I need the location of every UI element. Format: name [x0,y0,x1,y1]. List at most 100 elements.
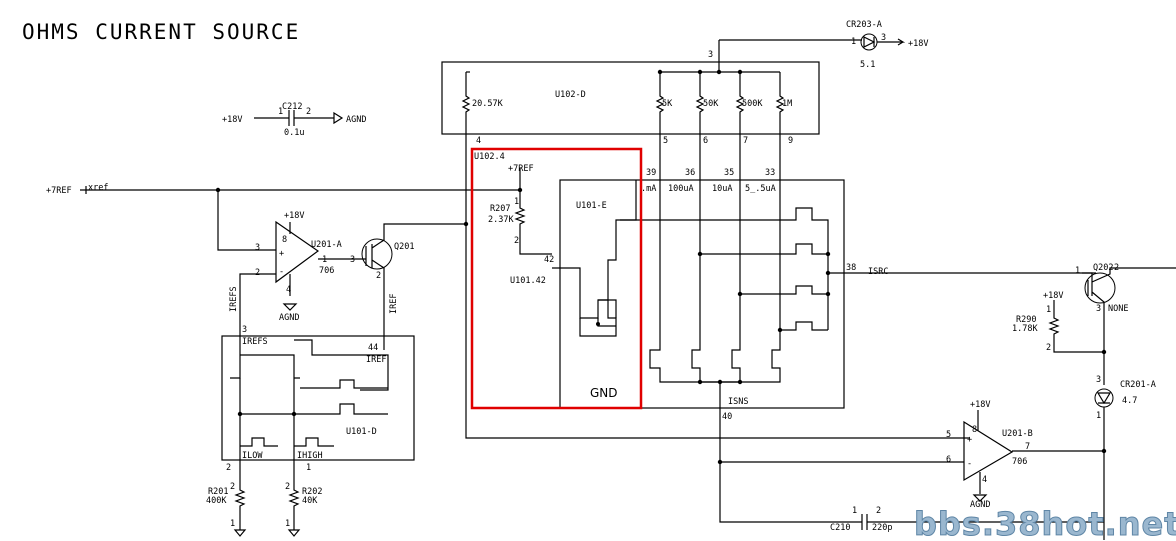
svg-text:IREF: IREF [389,294,399,314]
svg-text:7: 7 [743,136,748,146]
diagram-title: OHMS CURRENT SOURCE [22,20,300,44]
svg-text:1: 1 [1096,411,1101,421]
svg-text:2.37K: 2.37K [488,215,514,225]
svg-text:38: 38 [846,263,856,273]
svg-text:Q202: Q202 [1093,263,1113,273]
svg-text:220p: 220p [872,523,892,533]
svg-text:1: 1 [1075,266,1080,276]
svg-text:1: 1 [278,107,283,117]
svg-text:9: 9 [788,136,793,146]
svg-text:2: 2 [306,107,311,117]
svg-text:3: 3 [881,33,886,43]
resistor-20k [461,72,471,134]
c212-capacitor: C212 +18V AGND 1 2 0.1u [222,102,366,138]
svg-text:8: 8 [972,425,977,435]
svg-text:35: 35 [724,168,734,178]
svg-text:U201-B: U201-B [1002,429,1033,439]
svg-text:3: 3 [1096,304,1101,314]
svg-text:AGND: AGND [279,313,299,323]
svg-text:+18V: +18V [222,115,242,125]
svg-text:50K: 50K [703,99,719,109]
svg-text:1M: 1M [782,99,792,109]
svg-text:6: 6 [946,455,951,465]
svg-text:C210: C210 [830,523,850,533]
svg-text:U201-A: U201-A [311,240,342,250]
q201-transistor: Q201 2 IREF [361,221,469,350]
svg-text:IHIGH: IHIGH [297,451,323,461]
svg-text:100uA: 100uA [668,184,694,194]
svg-text:+7REF: +7REF [508,164,534,174]
svg-text:U101-D: U101-D [346,427,377,437]
svg-text:IREF: IREF [366,355,386,365]
svg-text:3: 3 [708,50,713,60]
svg-text:IREFS: IREFS [242,337,268,347]
svg-text:-: - [967,459,972,469]
u201b-op-amp: + - U201-B 706 +18V 8 5 6 7 4 AGND [720,400,1104,510]
svg-text:-: - [279,267,284,277]
svg-text:3: 3 [255,243,260,253]
svg-text:36: 36 [685,168,695,178]
svg-text:R201: R201 [208,487,228,497]
svg-text:+7REF: +7REF [46,186,72,196]
svg-text:3: 3 [350,255,355,265]
svg-text:+18V: +18V [1043,291,1063,301]
svg-text:2: 2 [226,463,231,473]
svg-text:500K: 500K [742,99,763,109]
svg-text:5K: 5K [662,99,673,109]
svg-text:39: 39 [646,168,656,178]
svg-text:R290: R290 [1016,315,1036,325]
svg-text:AGND: AGND [346,115,366,125]
svg-text:1: 1 [306,463,311,473]
svg-text:706: 706 [319,266,334,276]
svg-text:4.7: 4.7 [1122,396,1137,406]
gnd-label: GND [590,386,618,400]
svg-text:2: 2 [255,268,260,278]
svg-text:CR201-A: CR201-A [1120,380,1156,390]
svg-text:ISNS: ISNS [728,397,748,407]
r202-resistor: R202 40K 2 1 [285,460,322,537]
svg-text:2: 2 [1046,343,1051,353]
r201-resistor: R201 400K 2 1 [206,460,247,537]
svg-text:1: 1 [851,37,856,47]
svg-text:ILOW: ILOW [242,451,263,461]
q202-transistor: Q202 1 2 3 NONE [1075,263,1176,352]
svg-text:ISRC: ISRC [868,267,888,277]
svg-text:Q201: Q201 [394,242,414,252]
svg-text:44: 44 [368,343,378,353]
svg-text:U101.42: U101.42 [510,276,546,286]
u201a-op-amp: +7REF xref + - U201-A 706 +18V 8 3 2 1 4… [46,168,521,338]
svg-text:U101-E: U101-E [576,201,607,211]
svg-text:40K: 40K [302,496,318,506]
svg-text:+: + [279,249,284,259]
svg-text:IREFS: IREFS [229,286,239,312]
svg-text:3: 3 [242,325,247,335]
svg-text:400K: 400K [206,496,227,506]
svg-text:3: 3 [1096,375,1101,385]
highlight-box [470,147,643,410]
cr201-zener-diode: CR201-A 4.7 3 1 [1094,352,1156,540]
svg-text:2: 2 [285,482,290,492]
svg-text:7: 7 [1025,442,1030,452]
svg-text:5: 5 [946,430,951,440]
svg-text:40: 40 [722,412,732,422]
svg-text:1: 1 [230,519,235,529]
svg-text:4: 4 [982,475,987,485]
svg-text:.mA: .mA [641,184,656,194]
svg-text:2: 2 [376,271,381,281]
svg-text:2: 2 [876,506,881,516]
svg-text:xref: xref [88,183,108,193]
svg-text:33: 33 [765,168,775,178]
svg-text:5: 5 [663,136,668,146]
u102d-resistor-network: U102-D 3 20.57K 5K 50K 500K 1M 4 5 6 7 9 [441,40,820,146]
svg-text:2: 2 [230,482,235,492]
svg-text:5.1: 5.1 [860,60,875,70]
svg-text:1: 1 [322,255,327,265]
svg-text:8: 8 [282,235,287,245]
svg-text:+18V: +18V [970,400,990,410]
svg-text:C212: C212 [282,102,302,112]
svg-text:NONE: NONE [1108,304,1128,314]
svg-text:10uA: 10uA [712,184,732,194]
svg-text:1: 1 [514,197,519,207]
svg-text:2: 2 [514,236,519,246]
